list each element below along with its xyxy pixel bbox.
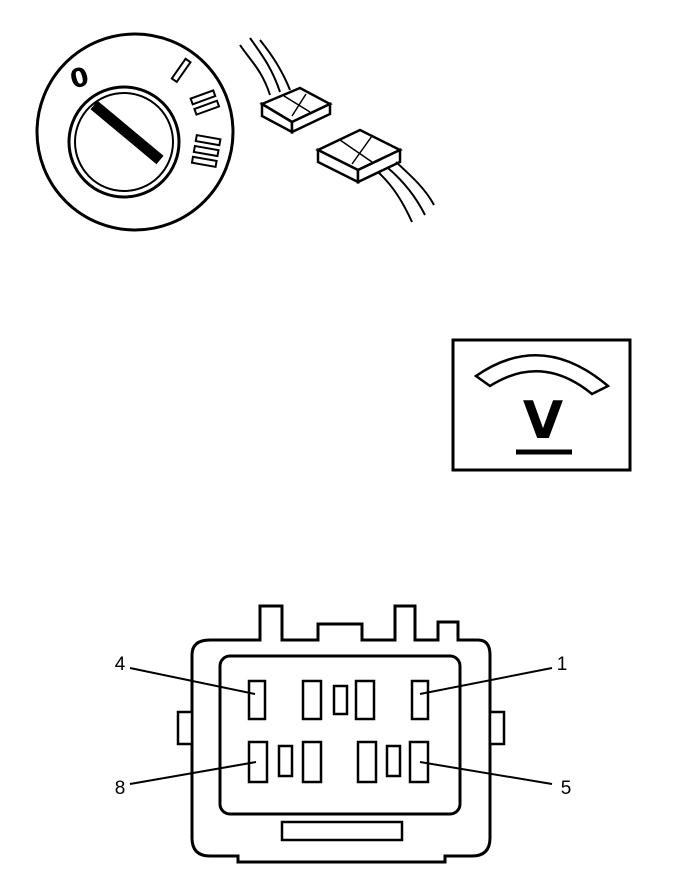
leader-line-4	[129, 667, 256, 695]
disconnected-connector-plugs	[239, 37, 435, 223]
leader-line-5	[419, 761, 553, 785]
terminal-4	[247, 679, 267, 721]
leader-line-8	[129, 761, 257, 785]
terminal-5	[408, 740, 430, 784]
connector-latch	[280, 820, 404, 842]
position-I-marker	[170, 57, 192, 84]
plug-upper	[259, 86, 333, 135]
terminal-8	[247, 740, 269, 784]
position-III-marker	[190, 133, 222, 169]
key-slot	[90, 100, 164, 165]
pin-label-5: 5	[561, 778, 572, 799]
connector-side-tab-left	[176, 710, 194, 746]
pin-label-8: 8	[115, 778, 126, 799]
connector-side-tab-right	[488, 710, 506, 746]
connector-8-pin: 4 1 8 5	[115, 604, 572, 864]
ignition-key-barrel	[67, 85, 181, 199]
leader-line-1	[419, 667, 553, 695]
ignition-switch: 0	[35, 32, 235, 232]
voltmeter: V	[451, 338, 632, 472]
connector-face	[218, 654, 462, 816]
terminal-keyway-bottom-right	[385, 744, 402, 778]
terminal-2	[354, 679, 376, 721]
terminal-1	[410, 679, 430, 721]
voltmeter-symbol: V	[523, 391, 563, 451]
terminal-7	[301, 740, 323, 784]
terminal-3	[301, 679, 323, 721]
plug-lower	[315, 128, 403, 185]
terminal-6	[356, 740, 378, 784]
terminal-keyway-top	[332, 684, 349, 716]
position-II-marker	[189, 89, 221, 116]
terminal-keyway-bottom-left	[277, 744, 294, 778]
voltmeter-scale-arc	[473, 354, 611, 396]
pin-label-1: 1	[557, 654, 568, 675]
pin-label-4: 4	[115, 654, 126, 675]
